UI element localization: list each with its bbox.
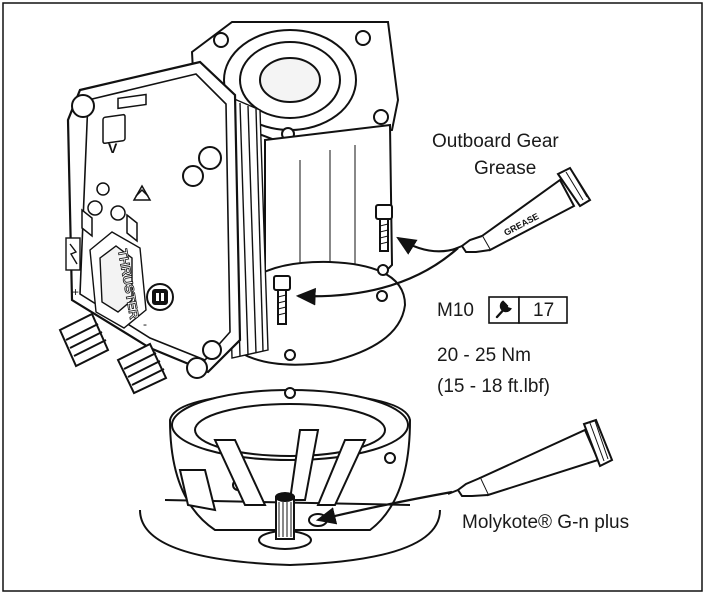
connector-v-symbol: V [108,140,118,156]
corner-knobs [71,94,222,379]
molykote-label: Molykote® G-n plus [462,512,630,533]
status-badge-round [146,283,174,311]
frame-border [2,2,703,592]
torque-ftlbf-label: (15 - 18 ft.lbf) [437,376,550,397]
bolt-size-label: M10 [437,300,474,321]
arrow-to-bolt-left [295,247,459,306]
outboard-label-line1: Outboard Gear [432,131,559,152]
grease-tube: GREASE [451,166,592,253]
wrench-icon [488,296,520,324]
arrow-to-shaft [315,490,453,525]
minus-symbol: - [143,317,147,331]
controller-front-details: V [81,93,152,243]
controller-left-details: + - [65,237,147,331]
arrow-to-bolt-right [396,236,459,255]
drive-shaft [258,492,328,550]
thruster-emblem: THRUSTER [89,231,147,329]
wrench-size-label: 17 [533,300,555,321]
outboard-label-line2: Grease [474,158,537,179]
bolt-right [375,204,393,252]
cable-glands [58,312,168,395]
housing-spokes [178,429,367,512]
plus-symbol: + [72,285,79,299]
wrench-size-box [518,296,568,324]
bolt-left [273,275,291,325]
molykote-tube [447,418,614,497]
torque-nm-label: 20 - 25 Nm [437,345,531,366]
